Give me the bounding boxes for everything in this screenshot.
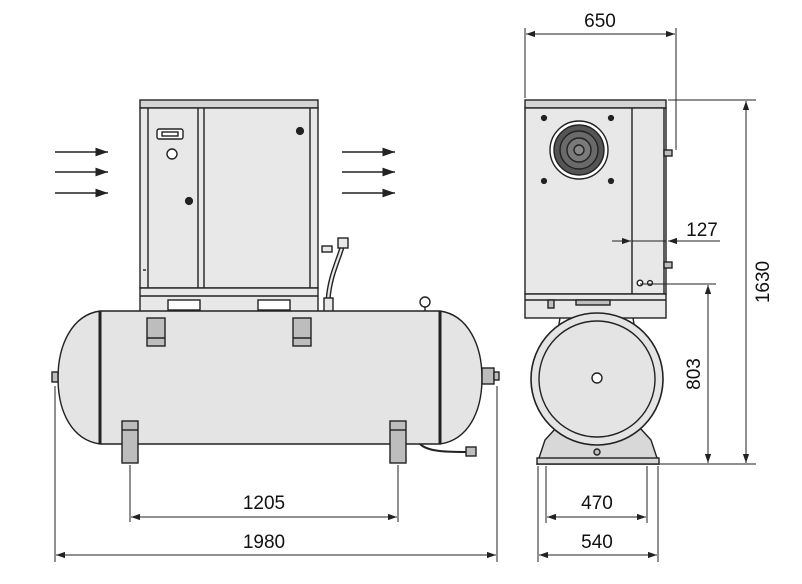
label-feet-spacing: 1205 bbox=[243, 493, 285, 514]
connection-hose bbox=[321, 237, 349, 313]
dimension-feet-spacing bbox=[129, 465, 399, 522]
label-total-length: 1980 bbox=[243, 532, 285, 553]
label-tank-height: 803 bbox=[684, 358, 705, 390]
compressor-cabinet bbox=[139, 99, 319, 319]
front-view bbox=[51, 99, 500, 562]
airflow-arrows-left bbox=[55, 147, 108, 198]
condensate-drain-icon bbox=[465, 446, 477, 457]
label-base-width: 540 bbox=[581, 532, 613, 553]
door-lock-icon bbox=[184, 196, 194, 206]
dimension-base-width bbox=[537, 466, 659, 562]
dimension-depth bbox=[524, 28, 677, 150]
label-inner-base-width: 470 bbox=[581, 493, 613, 514]
label-total-height: 1630 bbox=[753, 261, 774, 303]
dimension-inner-base bbox=[545, 466, 648, 523]
dimension-total-length bbox=[54, 386, 498, 562]
side-cabinet bbox=[524, 99, 673, 319]
dimension-tank-height bbox=[640, 283, 716, 463]
side-view bbox=[524, 28, 756, 562]
door-lock-icon-2 bbox=[295, 126, 305, 136]
emergency-stop-icon bbox=[166, 148, 178, 160]
tank-foot-right bbox=[389, 420, 407, 464]
air-tank bbox=[51, 296, 500, 464]
airflow-arrows-right bbox=[342, 147, 395, 198]
forklift-slot-right bbox=[257, 299, 291, 311]
forklift-slot-left bbox=[167, 299, 201, 311]
label-side-offset: 127 bbox=[686, 220, 718, 241]
dimension-offset bbox=[612, 230, 720, 252]
tank-foot-left bbox=[121, 420, 139, 464]
label-depth-top: 650 bbox=[584, 11, 616, 32]
side-tank bbox=[530, 312, 664, 465]
pressure-gauge-icon bbox=[419, 296, 431, 308]
dimension-total-height bbox=[660, 99, 756, 465]
